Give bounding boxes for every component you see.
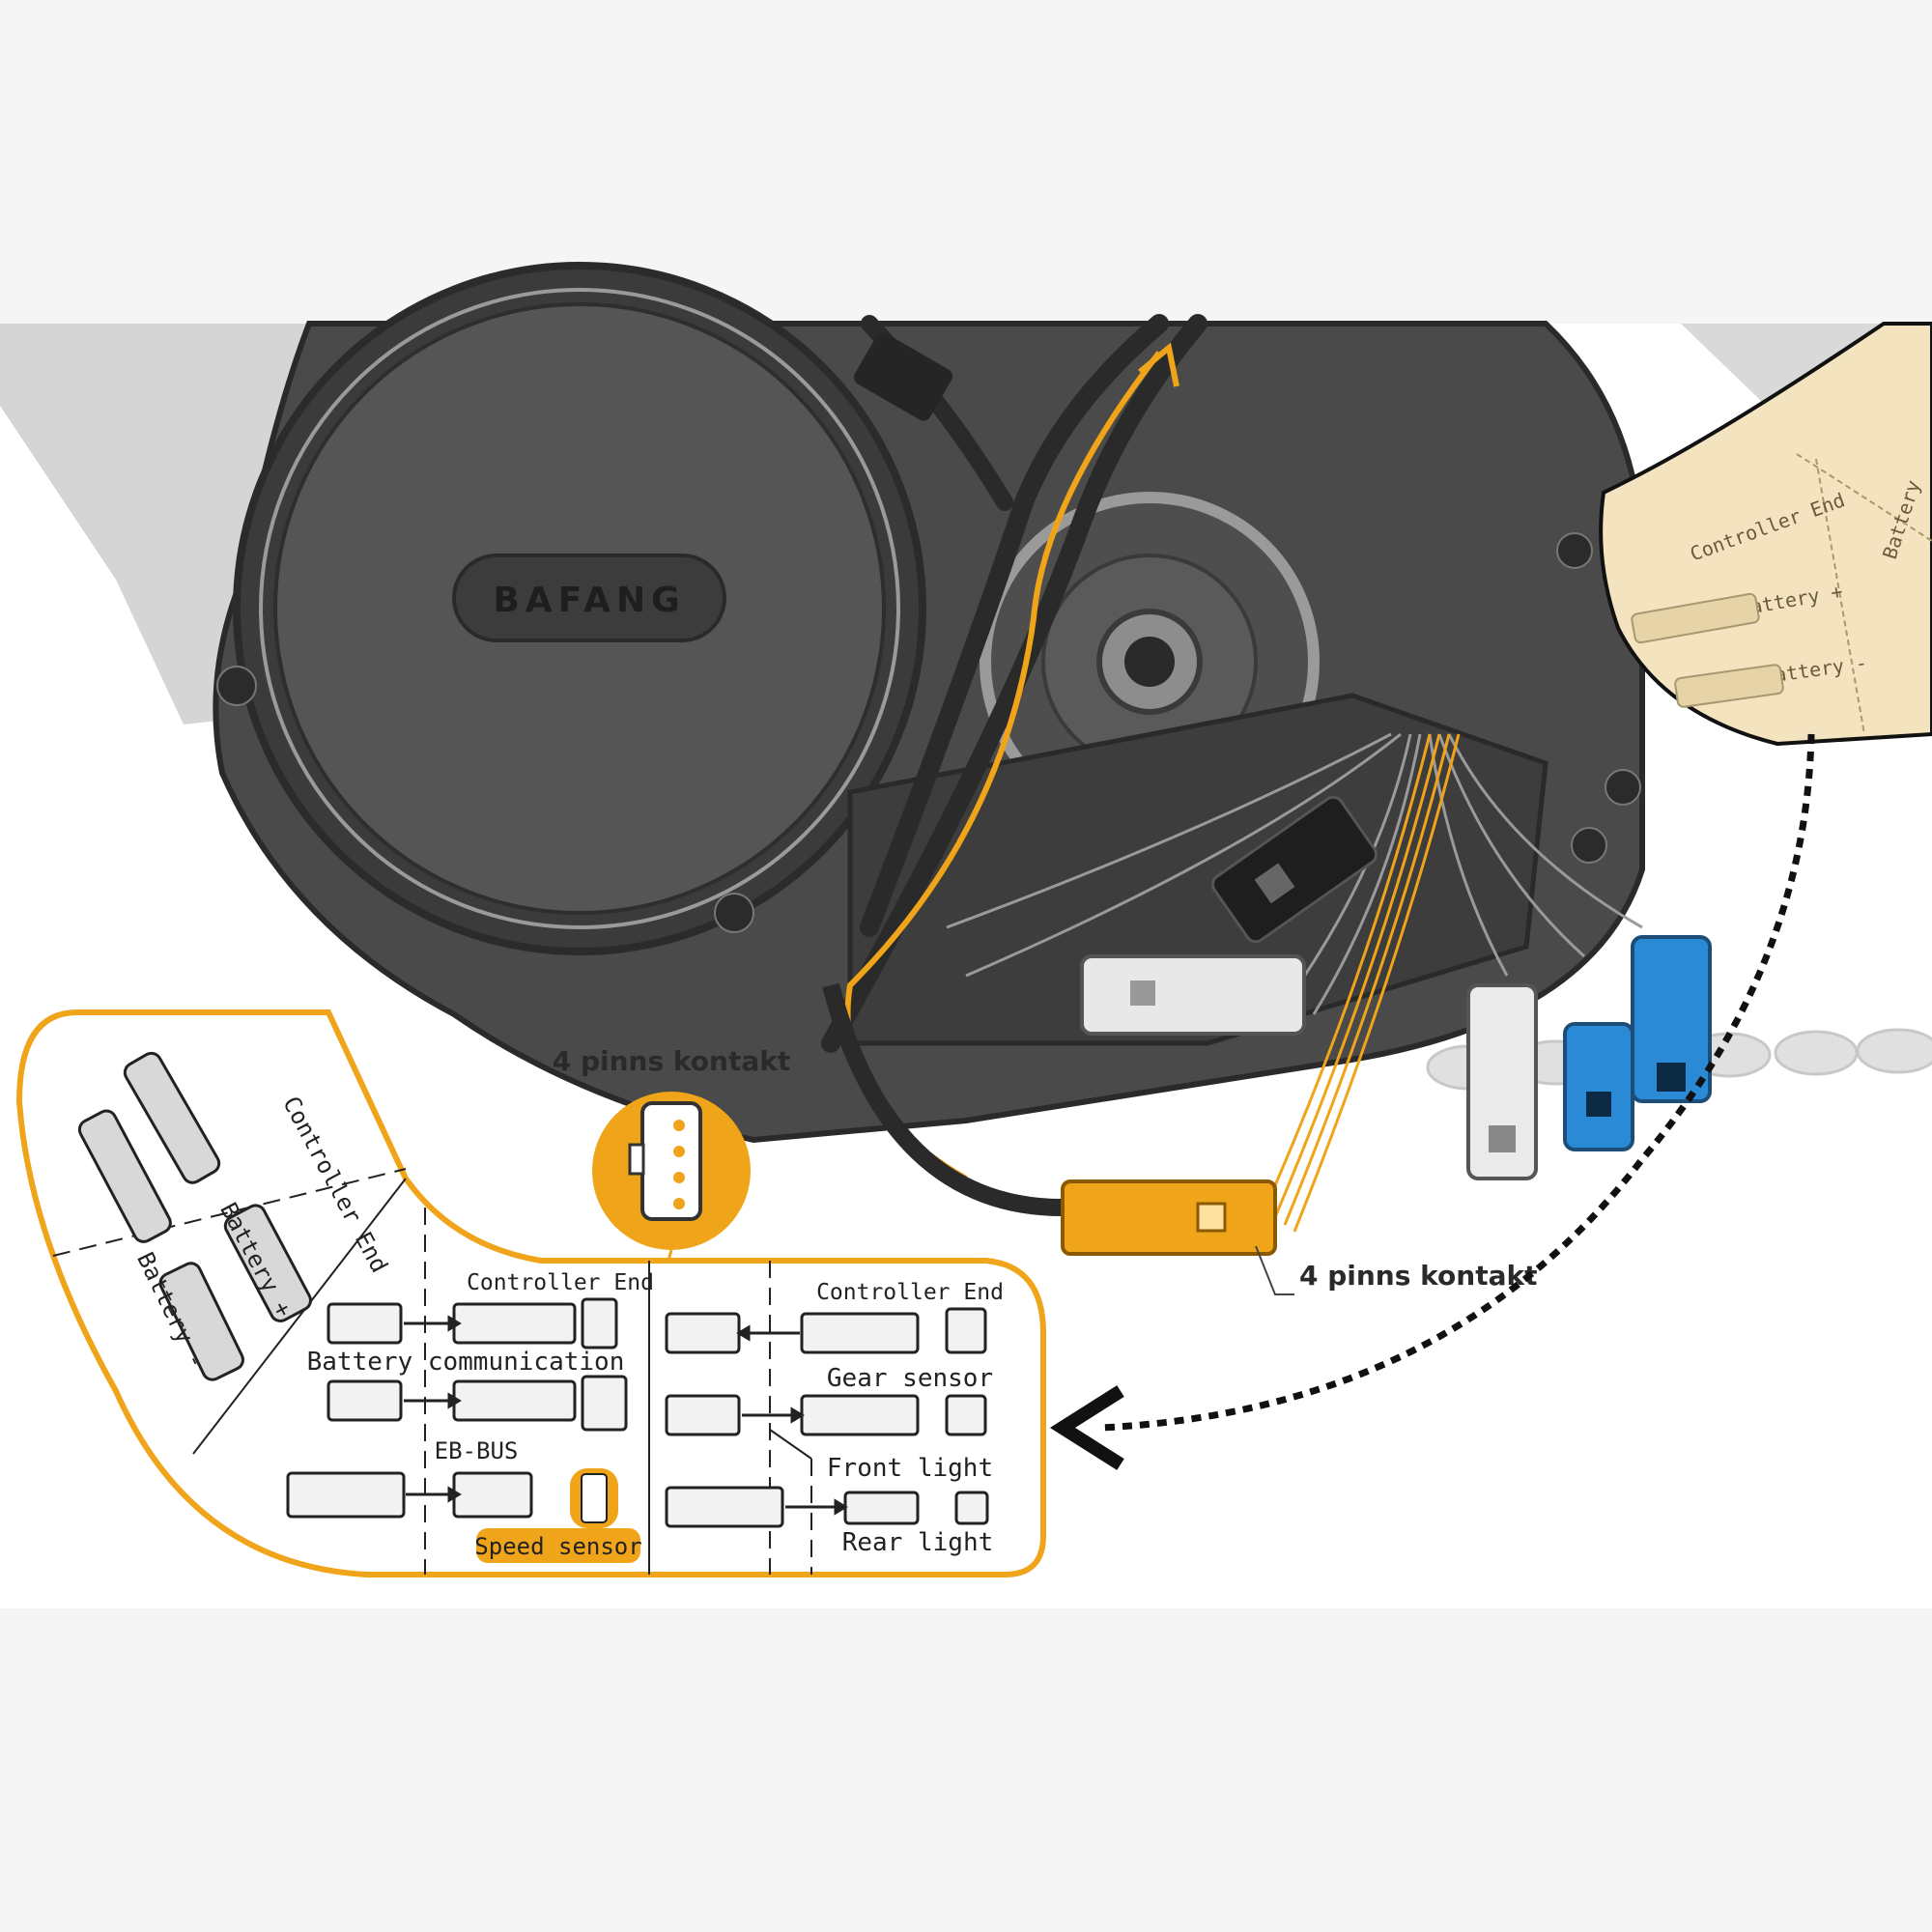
white-connector bbox=[1466, 983, 1538, 1180]
callout-line bbox=[1255, 1245, 1294, 1295]
four-pin-label-right: 4 pinns kontakt bbox=[1299, 1260, 1537, 1292]
black-connector bbox=[1210, 795, 1378, 944]
speed-sensor-wires bbox=[1264, 733, 1461, 1233]
inset-card: Controller End Battery + Battery - Batte… bbox=[1599, 322, 1932, 747]
chevron-left-icon bbox=[1049, 1385, 1124, 1470]
legend-front-light: Front light bbox=[827, 1454, 993, 1483]
legend-eb-bus: EB-BUS bbox=[435, 1437, 519, 1464]
four-pin-callout bbox=[592, 1092, 751, 1250]
legend-battery-communication: Battery communication bbox=[307, 1348, 625, 1377]
legend-rear-light: Rear light bbox=[842, 1528, 994, 1557]
dashed-arrow bbox=[1100, 733, 1815, 1432]
speed-sensor-connector-icon bbox=[570, 1468, 618, 1528]
blue-connector bbox=[1631, 935, 1712, 1103]
legend-controller-end-right: Controller End bbox=[816, 1280, 1004, 1305]
battery-plug-icon bbox=[77, 1051, 312, 1381]
cable-clip bbox=[853, 332, 953, 421]
thin-wires bbox=[946, 732, 1643, 1015]
arrow-icon bbox=[404, 1315, 462, 1503]
legend-controller-end-mid: Controller End bbox=[467, 1270, 654, 1295]
legend-panel bbox=[15, 1009, 1046, 1577]
four-pin-label-top: 4 pinns kontakt bbox=[553, 1045, 790, 1077]
four-pin-connector bbox=[822, 982, 1277, 1256]
brand-logo: BAFANG bbox=[493, 581, 685, 620]
arrow-icon bbox=[1138, 342, 1179, 387]
speed-sensor-highlight bbox=[476, 1528, 640, 1563]
motor-cover: BAFANG bbox=[233, 262, 926, 955]
arrow-icon bbox=[736, 1324, 848, 1516]
white-connector bbox=[1080, 954, 1306, 1036]
legend-gear-sensor: Gear sensor bbox=[827, 1364, 993, 1393]
blue-connector bbox=[1563, 1022, 1634, 1151]
logo-badge bbox=[452, 554, 726, 642]
screw-icon bbox=[216, 532, 1641, 933]
legend-speed-sensor: Speed sensor bbox=[474, 1533, 641, 1560]
connector-icon bbox=[286, 1297, 628, 1519]
